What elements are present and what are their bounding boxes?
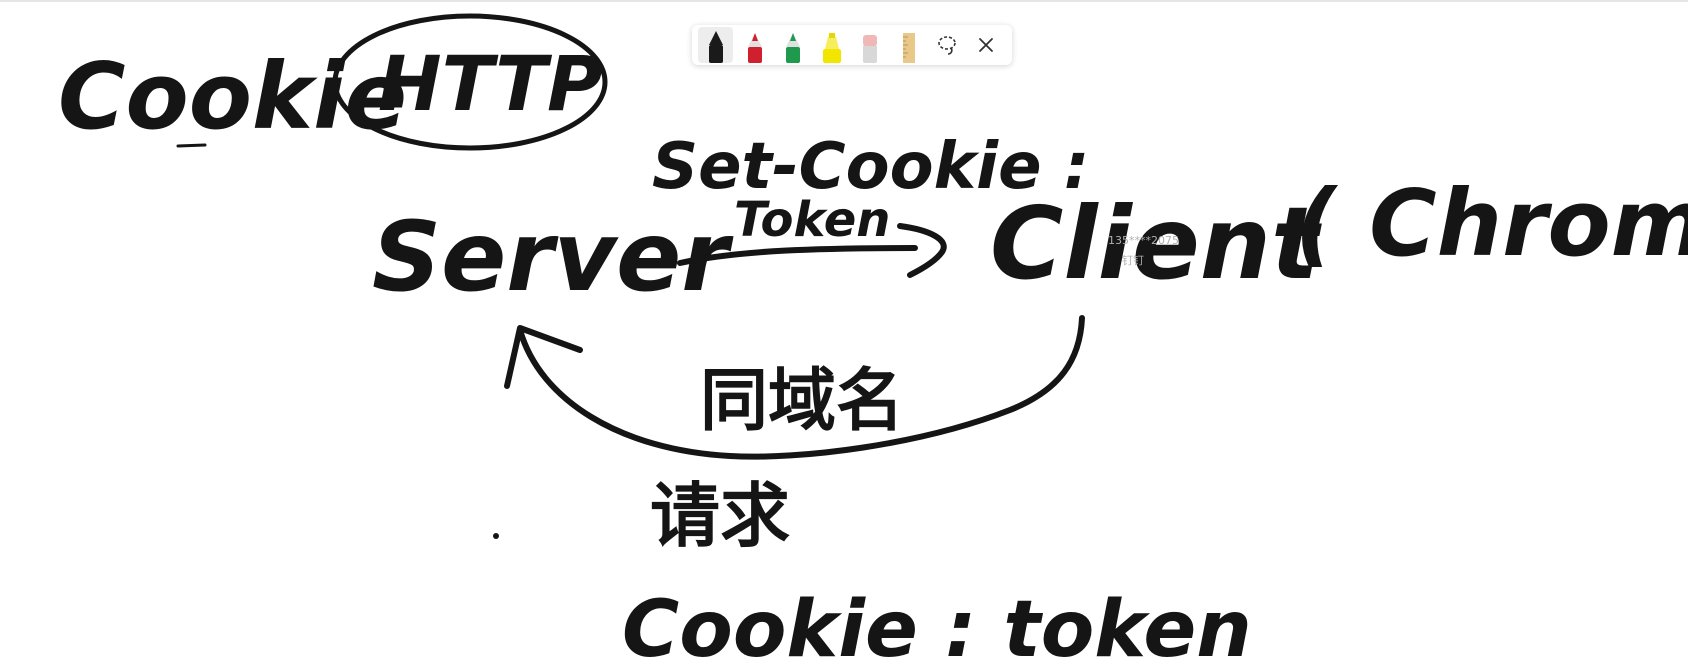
chrome-text: ( Chrome ) <box>1295 170 1688 277</box>
title-cookie-text: Cookie <box>58 43 407 150</box>
yellow-highlighter-icon <box>822 33 841 63</box>
lasso-button[interactable] <box>929 27 964 63</box>
yellow-highlighter-button[interactable] <box>814 27 849 63</box>
arrow-to-client-shaft <box>677 245 918 266</box>
arrow-to-client-head <box>897 223 947 278</box>
close-icon <box>978 38 993 52</box>
http-circle <box>332 13 608 151</box>
arrow-to-server-curve <box>517 315 1085 460</box>
request-text: 请求 <box>650 475 790 557</box>
eraser-icon <box>863 35 877 63</box>
ruler-button[interactable] <box>891 27 926 63</box>
pen-toolbar <box>692 25 1012 65</box>
ink-dot <box>493 533 499 539</box>
black-pen-button[interactable] <box>698 27 733 63</box>
green-pen-icon <box>786 33 800 63</box>
red-pen-icon <box>747 33 762 63</box>
close-toolbar-button[interactable] <box>968 27 1003 63</box>
eraser-button[interactable] <box>852 27 887 63</box>
server-text: Server <box>372 201 734 313</box>
client-text: Client <box>990 185 1322 302</box>
green-pen-button[interactable] <box>775 27 810 63</box>
ruler-icon <box>902 33 915 63</box>
cookie-token-text: Cookie : token <box>622 585 1252 669</box>
black-pen-icon <box>709 31 723 63</box>
lasso-icon <box>938 36 956 55</box>
same-domain-text: 同域名 <box>700 362 904 441</box>
watermark-line-1: 135****2075 <box>1108 234 1179 247</box>
top-divider <box>0 0 1688 2</box>
token-text: Token <box>734 192 890 248</box>
arrow-to-server-head <box>504 325 583 389</box>
red-pen-button[interactable] <box>737 27 772 63</box>
cookie-underline <box>176 143 207 148</box>
title-http-text: HTTP <box>378 39 603 128</box>
watermark-line-2: 钉钉 <box>1122 254 1144 267</box>
set-cookie-text: Set-Cookie : <box>652 130 1089 204</box>
